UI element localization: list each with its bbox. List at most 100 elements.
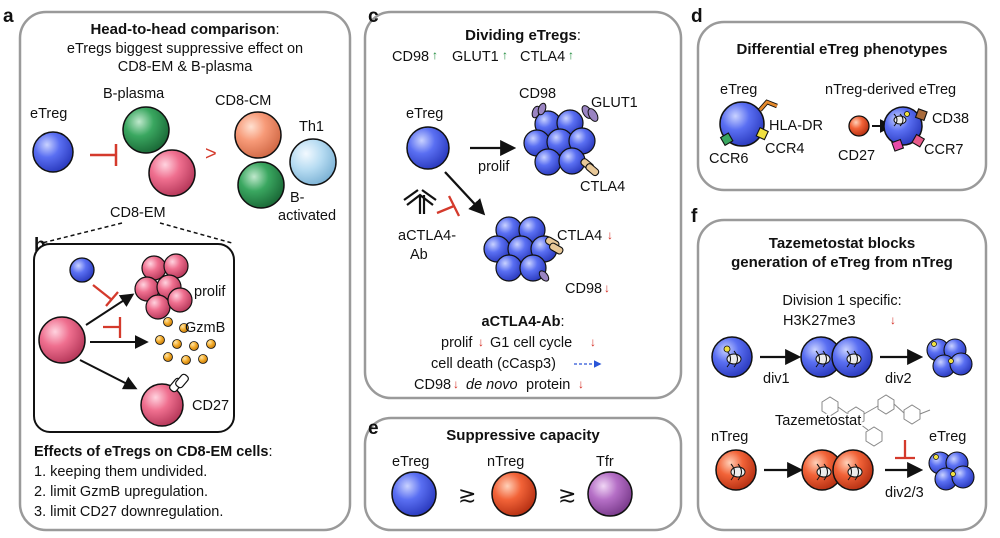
cell-ntreg-d	[848, 115, 870, 137]
label-division-1: Division 1 specific:	[782, 293, 901, 309]
effect-c-row3: CD98 ↓ de novo protein ↓	[414, 377, 584, 393]
panel-a-title: Head-to-head comparison:	[90, 21, 279, 38]
panel-c-title: Dividing eTregs:	[465, 27, 581, 44]
label-glut1-c: GLUT1	[591, 95, 638, 111]
cd27-receptor-icon	[169, 373, 189, 393]
svg-text:protein: protein	[526, 377, 570, 393]
label-ccr6: CCR6	[709, 151, 748, 167]
label-prolif-c: prolif	[478, 159, 510, 175]
cell-etreg-small-b	[69, 257, 95, 283]
antibody-icon	[403, 189, 437, 214]
label-cd8-cm: CD8-CM	[215, 93, 271, 109]
label-h3k27me3: H3K27me3	[783, 313, 856, 329]
svg-text:↓: ↓	[478, 335, 484, 349]
greater-than-sign: >	[205, 143, 217, 165]
panel-e-title: Suppressive capacity	[446, 427, 600, 444]
label-etreg-f: eTreg	[929, 429, 966, 445]
svg-text:de novo: de novo	[466, 377, 518, 393]
svg-text:↓: ↓	[607, 228, 613, 242]
label-cd27-b: CD27	[192, 398, 229, 414]
label-prolif-b: prolif	[194, 284, 226, 300]
label-ccr7: CCR7	[924, 142, 963, 158]
label-ctla4-down: CTLA4	[557, 228, 602, 244]
label-cd98-down: CD98	[565, 281, 602, 297]
label-div2: div2	[885, 371, 912, 387]
effects-title-c: aCTLA4-Ab:	[482, 314, 565, 330]
label-actla4-ab-1: aCTLA4-	[398, 228, 456, 244]
svg-text:↓: ↓	[453, 377, 459, 391]
panel-f-title-2: generation of eTreg from nTreg	[731, 254, 953, 271]
svg-text:G1 cell cycle: G1 cell cycle	[490, 335, 572, 351]
chromatin-icon-f1	[723, 345, 742, 368]
svg-text:↑: ↑	[502, 48, 508, 62]
label-ccr4: CCR4	[765, 141, 804, 157]
label-cd8-em: CD8-EM	[110, 205, 166, 221]
ccr6-receptor-icon	[719, 132, 734, 147]
marker-ctla4-up: CTLA4	[520, 49, 565, 65]
ccr4-receptor-icon	[755, 126, 769, 141]
panel-a-subtitle-2: CD8-EM & B-plasma	[118, 59, 253, 75]
label-tfr-e: Tfr	[596, 454, 614, 470]
label-b-activated-2: activated	[278, 208, 336, 224]
cell-etreg-e	[391, 471, 437, 517]
cell-tfr-e	[587, 471, 633, 517]
inhibit-bar-c	[447, 195, 461, 217]
panel-letter-e: e	[368, 418, 379, 439]
svg-text:↓: ↓	[890, 313, 896, 327]
inhibit-line-b1	[92, 284, 113, 301]
label-ntreg-f: nTreg	[711, 429, 748, 445]
panel-a-subtitle-1: eTregs biggest suppressive effect on	[67, 41, 303, 57]
granzyme-dots	[155, 317, 216, 365]
svg-text:cell death (cCasp3): cell death (cCasp3)	[431, 356, 556, 372]
effect-c-row1: prolif ↓ G1 cell cycle ↓	[441, 335, 596, 351]
cell-etreg-a	[32, 131, 74, 173]
label-cd27-d: CD27	[838, 148, 875, 164]
ccr7-receptor-icon	[911, 133, 926, 148]
marker-glut1-up: GLUT1	[452, 49, 499, 65]
svg-text:CD98: CD98	[414, 377, 451, 393]
label-ctla4-c: CTLA4	[580, 179, 625, 195]
cluster-dividing-top-c	[523, 109, 596, 176]
label-th1: Th1	[299, 119, 324, 135]
panel-letter-a: a	[3, 6, 14, 27]
label-etreg-d: eTreg	[720, 82, 757, 98]
label-tazemetostat: Tazemetostat	[775, 413, 861, 429]
cell-etreg-c	[406, 126, 450, 170]
cell-cd8-em-b	[38, 316, 86, 364]
cd27-receptor-icon-d	[891, 138, 905, 152]
gtrsim-2: ≳	[558, 482, 576, 507]
label-b-plasma: B-plasma	[103, 86, 165, 102]
label-etreg-a: eTreg	[30, 106, 67, 122]
label-div23: div2/3	[885, 485, 924, 501]
svg-text:↓: ↓	[578, 377, 584, 391]
label-gzmb: GzmB	[185, 320, 225, 336]
label-actla4-ab-2: Ab	[410, 247, 428, 263]
ctla4-receptor-icon-c	[580, 158, 600, 177]
inhibit-bar-b1	[105, 291, 119, 307]
zoom-line-right	[159, 222, 233, 244]
hla-dr-receptor-icon	[758, 100, 778, 111]
label-etreg-c: eTreg	[406, 106, 443, 122]
gtrsim-1: ≳	[458, 482, 476, 507]
panel-d-box	[696, 20, 988, 192]
chromatin-icon-f4	[816, 463, 863, 481]
label-ntreg-derived: nTreg-derived eTreg	[825, 82, 956, 98]
chromatin-icon-f2	[815, 350, 862, 368]
svg-text:prolif: prolif	[441, 335, 473, 351]
cell-ntreg-e	[491, 471, 537, 517]
effect-b-3: 3. limit CD27 downregulation.	[34, 504, 223, 520]
ctla4-receptor-icon-c2	[544, 236, 564, 255]
label-ntreg-e: nTreg	[487, 454, 524, 470]
panel-letter-d: d	[691, 6, 703, 27]
panel-c-box	[363, 10, 683, 400]
chromatin-icon-f3	[730, 463, 746, 481]
cell-b-plasma	[122, 106, 170, 154]
cell-th1	[289, 138, 337, 186]
panel-letter-f: f	[691, 206, 698, 227]
inhibit-line-c	[436, 204, 455, 215]
cell-ntreg-derived-etreg	[883, 106, 923, 146]
panel-d-title: Differential eTreg phenotypes	[737, 41, 948, 58]
cell-cd27-b	[140, 383, 184, 427]
effect-c-row2: cell death (cCasp3)	[431, 356, 602, 372]
